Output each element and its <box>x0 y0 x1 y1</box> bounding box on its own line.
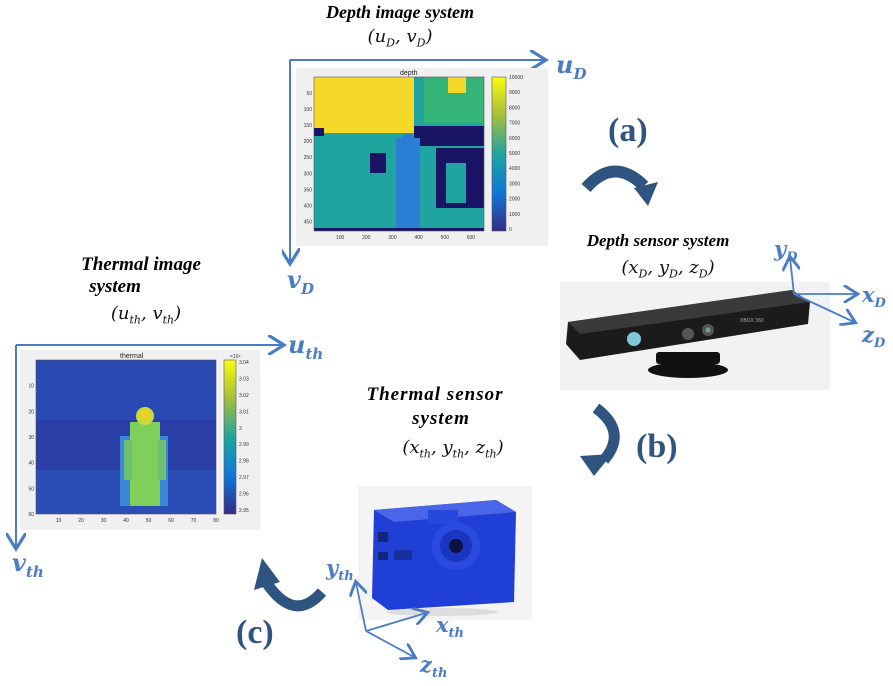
thermal-y-tick: 30 <box>28 435 34 441</box>
thermal-sensor-title-line2: system <box>412 408 470 429</box>
depth-plot-title: depth <box>400 70 418 77</box>
depth-colorbar-tick: 6000 <box>509 136 520 142</box>
depth-v-axis-label: vD <box>287 265 314 298</box>
depth-x-tick: 600 <box>467 235 476 241</box>
thermal-x-tick: 50 <box>146 518 152 524</box>
depth-colorbar-tick: 9000 <box>509 90 520 96</box>
depth-colorbar-tick: 1000 <box>509 212 520 218</box>
thermal-x-tick: 60 <box>168 518 174 524</box>
thermal-colorbar-tick: 2.96 <box>239 492 249 498</box>
kinect-sensor-image: XBOX 360 <box>560 282 830 390</box>
thermal-y-tick: 10 <box>28 384 34 390</box>
thermal-image-axes <box>6 335 291 555</box>
thermal-colorbar-tick: 3.02 <box>239 393 249 399</box>
depth-y-tick: 50 <box>306 91 312 97</box>
thermal-v-axis-label: vth <box>12 548 44 581</box>
depth-sensor-coords: (xD, yD, zD) <box>621 257 715 281</box>
depth-colorbar-tick: 0 <box>509 227 512 233</box>
thermal-colorbar-tick: 2.99 <box>239 442 249 448</box>
depth-colorbar-tick: 5000 <box>509 151 520 157</box>
depth-heatmap <box>314 77 484 231</box>
depth-colorbar <box>492 77 506 231</box>
thermal-y-tick: 20 <box>28 409 34 415</box>
thermal-sensor-coords: (xth, yth, zth) <box>402 437 504 461</box>
thermal-image-plot: thermal ×10⁴ 3.04 3.03 3.02 3.01 3 2.99 2.98 2.… <box>20 350 260 530</box>
thermal-heatmap <box>36 360 216 514</box>
thermal-colorbar <box>224 360 236 514</box>
thermal-x-tick: 20 <box>78 518 84 524</box>
depth-colorbar-tick: 10000 <box>509 75 523 81</box>
thermal-u-axis-label: uth <box>288 330 324 363</box>
depth-y-tick: 400 <box>304 203 313 209</box>
thermal-colorbar-tick: 2.97 <box>239 475 249 481</box>
thermal-image-title-line1: Thermal image <box>81 254 201 275</box>
depth-colorbar-tick: 2000 <box>509 197 520 203</box>
depth-sensor-axes <box>770 250 870 340</box>
thermal-x-tick: 40 <box>123 518 129 524</box>
thermal-sensor-z-axis-label: zth <box>420 652 448 682</box>
thermal-plot-title: thermal <box>120 353 144 360</box>
thermal-y-tick: 50 <box>28 486 34 492</box>
thermal-colorbar-tick: 2.98 <box>239 459 249 465</box>
thermal-x-tick: 30 <box>101 518 107 524</box>
depth-y-tick: 300 <box>304 171 313 177</box>
depth-colorbar-tick: 8000 <box>509 105 520 111</box>
depth-colorbar-tick: 4000 <box>509 166 520 172</box>
step-b-curved-arrow-icon <box>580 403 620 476</box>
thermal-sensor-axes <box>340 575 440 665</box>
depth-image-axes <box>282 50 552 270</box>
thermal-colorbar-exponent: ×10⁴ <box>230 354 241 360</box>
step-c-label: (c) <box>236 614 274 651</box>
depth-y-tick: 250 <box>304 155 313 161</box>
thermal-x-tick: 10 <box>56 518 62 524</box>
depth-y-tick: 100 <box>304 107 313 113</box>
depth-x-tick: 500 <box>441 235 450 241</box>
thermal-sensor-y-axis-label: yth <box>326 555 354 585</box>
thermal-image-title-line2: system <box>89 276 141 297</box>
depth-colorbar-tick: 7000 <box>509 121 520 127</box>
thermal-colorbar-tick: 3.04 <box>239 360 249 366</box>
thermal-y-tick: 40 <box>28 461 34 467</box>
thermal-y-tick: 60 <box>28 512 34 518</box>
depth-y-tick: 200 <box>304 139 313 145</box>
depth-image-title: Depth image system <box>326 2 474 22</box>
depth-heatmap-frame <box>313 76 485 232</box>
depth-y-tick: 450 <box>304 219 313 225</box>
depth-sensor-z-axis-label: zD <box>862 322 886 352</box>
depth-colorbar-tick: 3000 <box>509 181 520 187</box>
thermal-sensor-image <box>358 486 532 620</box>
depth-image-coords: (uD, vD) <box>367 26 433 50</box>
thermal-image-coords: (uth, vth) <box>110 303 182 327</box>
depth-x-tick: 200 <box>362 235 371 241</box>
depth-sensor-x-axis-label: xD <box>862 282 886 312</box>
thermal-colorbar-tick: 3 <box>239 426 242 432</box>
depth-x-tick: 100 <box>336 235 345 241</box>
depth-y-tick: 150 <box>304 123 313 129</box>
thermal-colorbar-tick: 3.03 <box>239 376 249 382</box>
thermal-colorbar-tick: 2.95 <box>239 508 249 514</box>
thermal-colorbar-tick: 3.01 <box>239 409 249 415</box>
thermal-sensor-x-axis-label: xth <box>436 612 464 642</box>
depth-image-plot: depth 1000090008000700060005000400030002… <box>296 68 548 246</box>
step-c-curved-arrow-icon <box>254 558 327 612</box>
thermal-x-tick: 80 <box>213 518 219 524</box>
step-a-label: (a) <box>608 112 648 149</box>
thermal-sensor-title-line1: Thermal sensor <box>366 384 504 405</box>
step-b-label: (b) <box>636 428 678 465</box>
depth-u-axis-label: uD <box>556 50 587 83</box>
thermal-x-tick: 70 <box>191 518 197 524</box>
depth-sensor-title: Depth sensor system <box>586 231 730 250</box>
step-a-curved-arrow-icon <box>581 165 658 206</box>
depth-x-tick: 400 <box>414 235 423 241</box>
depth-x-tick: 300 <box>388 235 397 241</box>
depth-y-tick: 350 <box>304 187 313 193</box>
kinect-brand-text: XBOX 360 <box>740 318 764 324</box>
depth-sensor-y-axis-label: yD <box>774 236 798 266</box>
